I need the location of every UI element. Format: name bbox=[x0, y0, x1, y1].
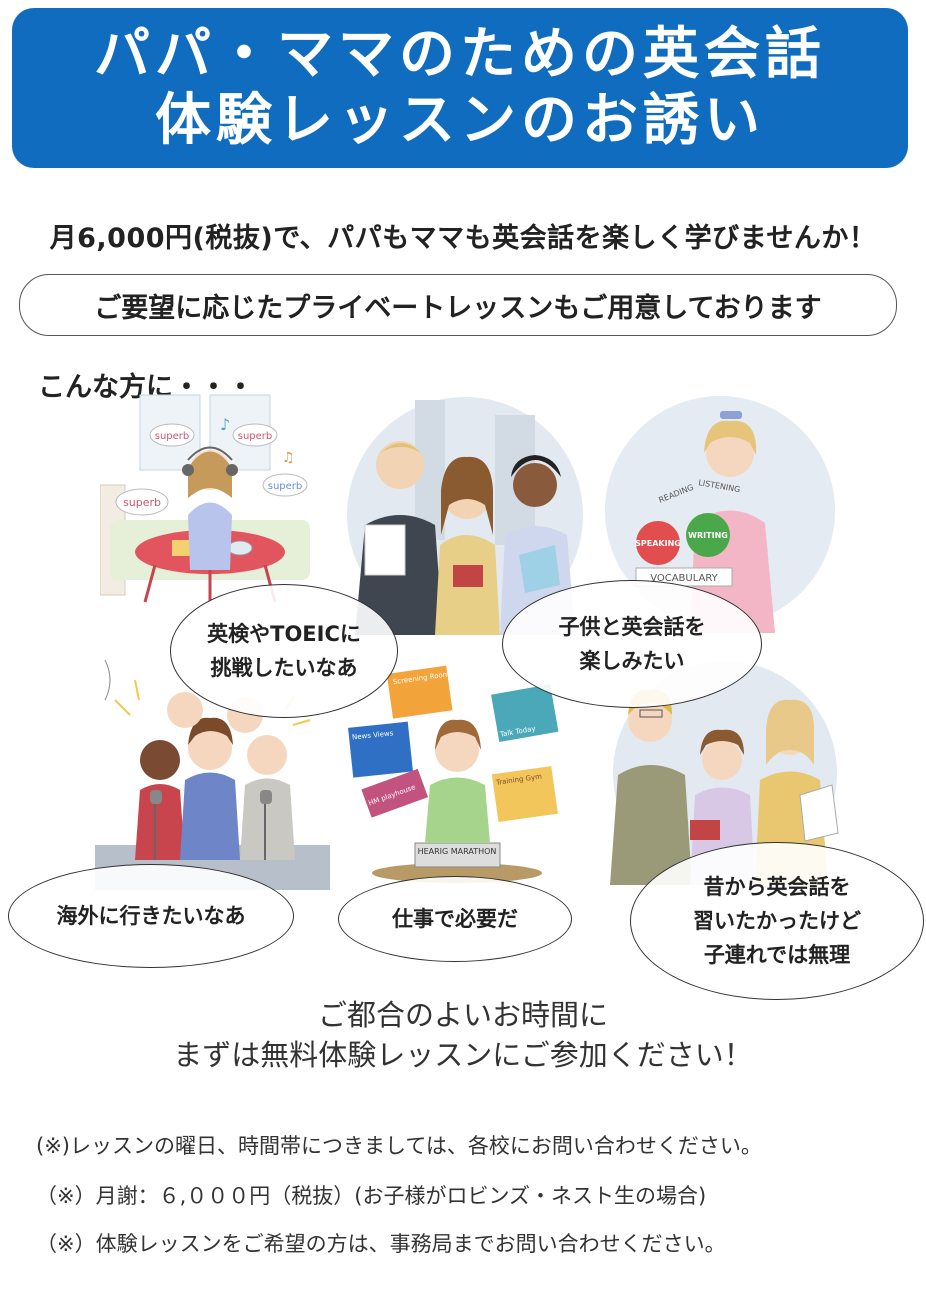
bubble-always-line-2: 習いたかったけど bbox=[693, 909, 861, 933]
cta-line-2: まずは無料体験レッスンにご参加ください！ bbox=[173, 1038, 753, 1072]
superb-4: superb bbox=[268, 481, 303, 492]
illustration-music: superb superb superb superb ♪ ♫ bbox=[100, 394, 310, 603]
private-lesson-pill: ご要望に応じたプライベートレッスンもご用意しております bbox=[19, 274, 897, 336]
bubble-kids: 子供と英会話を 楽しみたい bbox=[502, 580, 762, 708]
call-to-action: ご都合のよいお時間に まずは無料体験レッスンにご参加ください！ bbox=[0, 995, 926, 1075]
illustration-media: HEARIG MARATHON Screening Room News View… bbox=[348, 665, 559, 883]
superb-1: superb bbox=[155, 431, 190, 442]
bubble-kids-line-2: 楽しみたい bbox=[579, 649, 685, 673]
label-hearing-marathon: HEARIG MARATHON bbox=[418, 847, 497, 856]
bubble-work-line-1: 仕事で必要だ bbox=[392, 907, 518, 931]
note-3: （※）体験レッスンをご希望の方は、事務局までお問い合わせください。 bbox=[36, 1232, 726, 1256]
illustration-business bbox=[347, 397, 583, 635]
cta-line-1: ご都合のよいお時間に bbox=[317, 998, 608, 1032]
superb-2: superb bbox=[238, 431, 273, 442]
label-writing: WRITING bbox=[688, 531, 728, 540]
music-note-icon: ♪ bbox=[220, 415, 230, 434]
superb-3: superb bbox=[123, 496, 161, 509]
bubble-always-line-3: 子連れでは無理 bbox=[703, 943, 851, 967]
illustration-group bbox=[95, 660, 330, 890]
bubble-toeic: 英検やTOEICに 挑戦したいなあ bbox=[170, 584, 398, 718]
header-banner: パパ・ママのための英会話 体験レッスンのお誘い bbox=[12, 8, 908, 168]
bubble-toeic-line-2: 挑戦したいなあ bbox=[210, 656, 358, 680]
private-lesson-text: ご要望に応じたプライベートレッスンもご用意しております bbox=[94, 292, 822, 324]
bubble-toeic-line-1: 英検やTOEICに bbox=[207, 622, 361, 646]
bubble-abroad-line-1: 海外に行きたいなあ bbox=[56, 904, 246, 928]
note-2: （※）月謝：６,０００円（税抜）(お子様がロビンズ・ネスト生の場合) bbox=[36, 1184, 707, 1208]
title-line-2: 体験レッスンのお誘い bbox=[155, 88, 765, 153]
note-1: (※)レッスンの曜日、時間帯につきましては、各校にお問い合わせください。 bbox=[36, 1134, 762, 1158]
bubble-work: 仕事で必要だ bbox=[338, 876, 572, 962]
bubble-always: 昔から英会話を 習いたかったけど 子連れでは無理 bbox=[630, 842, 924, 1000]
bubble-always-line-1: 昔から英会話を bbox=[703, 875, 851, 899]
bubble-abroad: 海外に行きたいなあ bbox=[8, 864, 294, 968]
label-vocabulary: VOCABULARY bbox=[650, 573, 718, 584]
label-speaking: SPEAKING bbox=[635, 539, 681, 548]
lead-text: 月6,000円(税抜)で、パパもママも英会話を楽しく学びませんか！ bbox=[49, 223, 877, 254]
bubble-kids-line-1: 子供と英会話を bbox=[558, 615, 706, 639]
music-note-icon-2: ♫ bbox=[282, 450, 295, 466]
title-line-1: パパ・ママのための英会話 bbox=[94, 22, 826, 87]
